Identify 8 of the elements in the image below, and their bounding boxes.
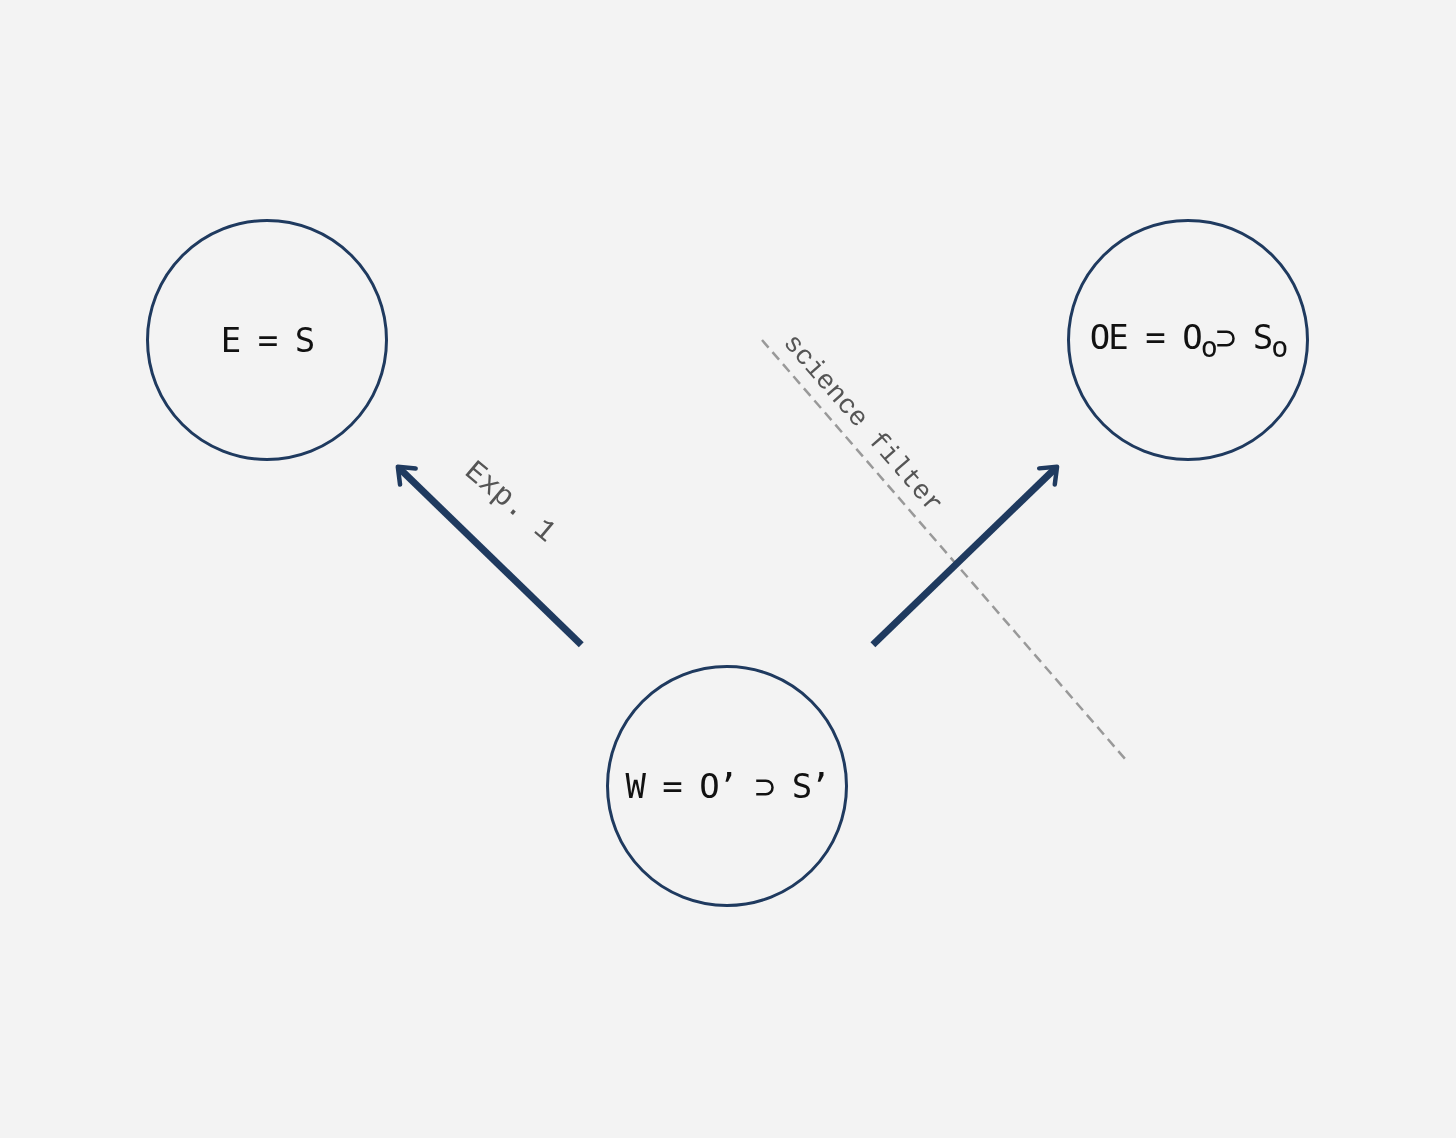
- arrow: [870, 464, 1060, 648]
- formula-text: W = O’ ⊃ S’: [625, 766, 829, 806]
- formula-text: E = S: [220, 320, 314, 360]
- formula-text: OE = O$_{o}$⊃ S$_{o}$: [1089, 316, 1287, 364]
- circle-node: [146, 219, 388, 461]
- arrow: [395, 464, 584, 648]
- circle-node: [1067, 219, 1309, 461]
- circle-node: [606, 665, 848, 907]
